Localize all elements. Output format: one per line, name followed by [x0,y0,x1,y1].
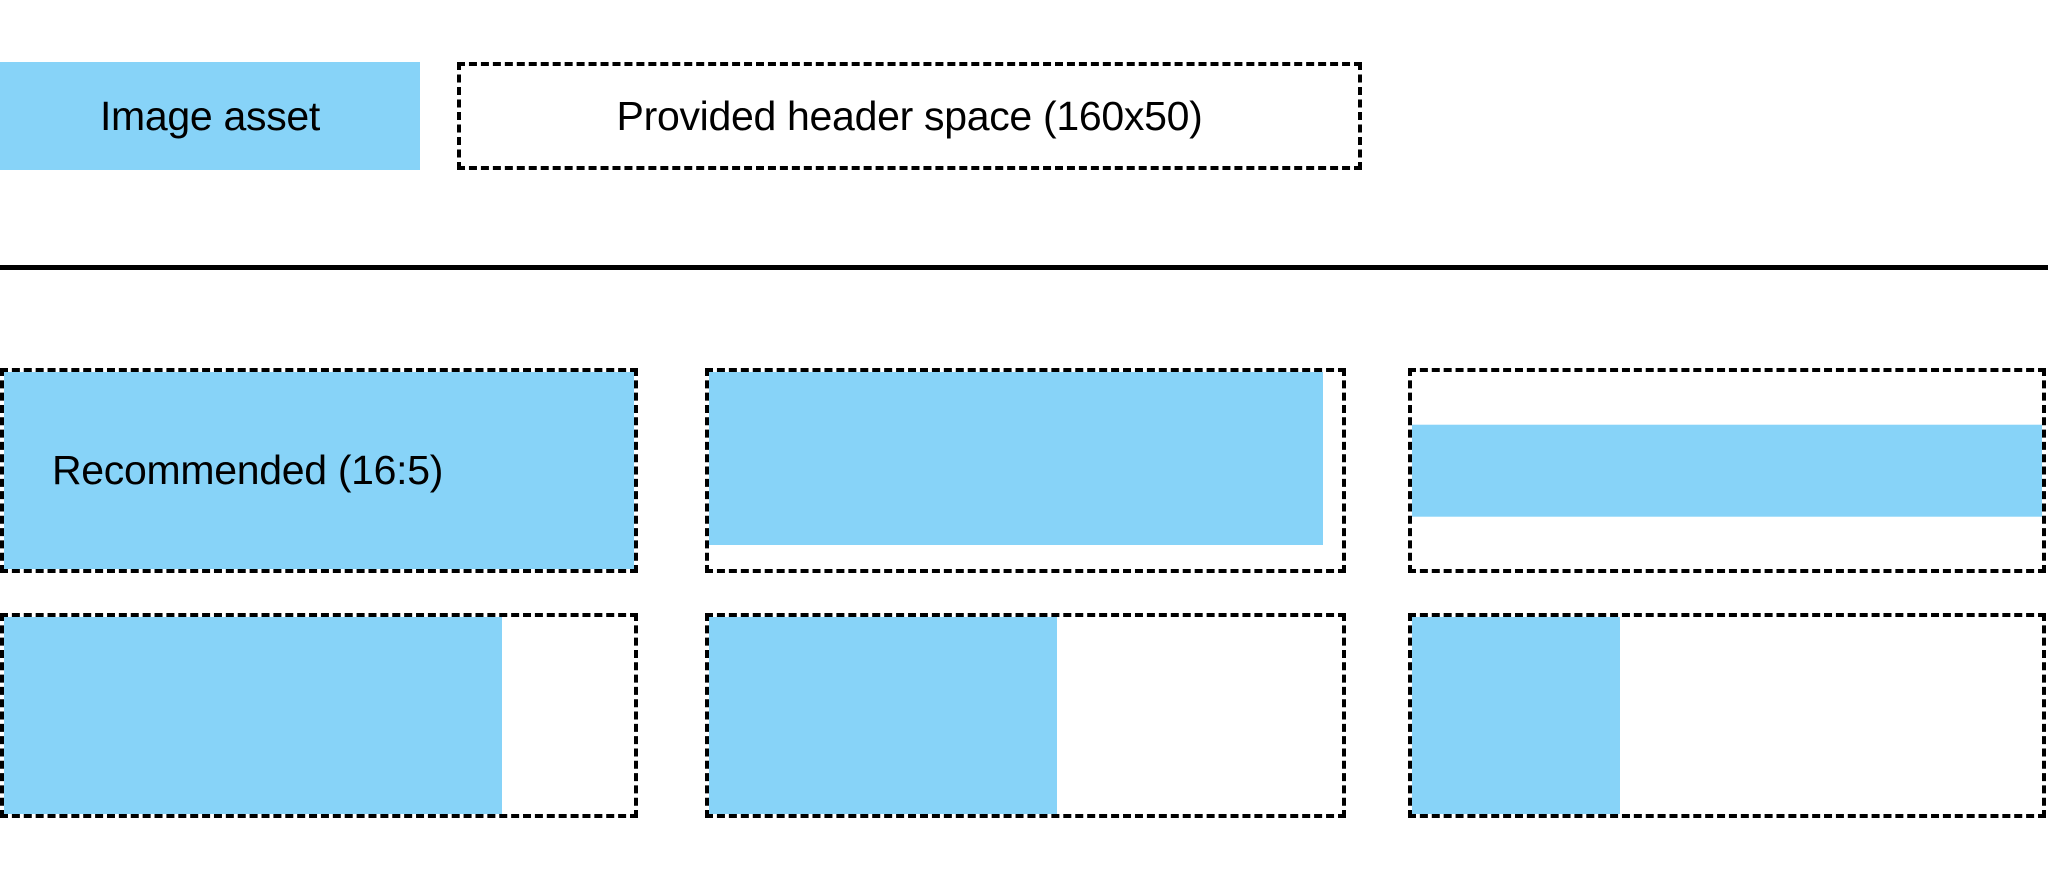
asset-fill: Recommended (16:5) [4,372,634,569]
asset-fill [709,372,1323,546]
provided-header-space-label: Provided header space (160x50) [616,92,1203,139]
ratio-row [0,613,2048,818]
image-asset-swatch: Image asset [0,62,420,170]
ratio-cell-partial-33 [1408,613,2046,818]
provided-header-space-box: Provided header space (160x50) [457,62,1362,170]
ratio-example-grid: Recommended (16:5) [0,368,2048,828]
ratio-cell-wide-short [705,368,1346,573]
asset-fill [1412,424,2042,517]
asset-fill [1412,617,1620,814]
ratio-row: Recommended (16:5) [0,368,2048,573]
asset-fill [709,617,1058,814]
recommended-ratio-label: Recommended (16:5) [52,447,444,493]
ratio-cell-recommended: Recommended (16:5) [0,368,638,573]
asset-fill [4,617,502,814]
section-divider [0,265,2048,270]
ratio-cell-partial-55 [705,613,1346,818]
legend-row: Image asset Provided header space (160x5… [0,62,2048,170]
ratio-cell-full-width-band [1408,368,2046,573]
ratio-cell-partial-79 [0,613,638,818]
image-asset-label: Image asset [99,92,321,139]
